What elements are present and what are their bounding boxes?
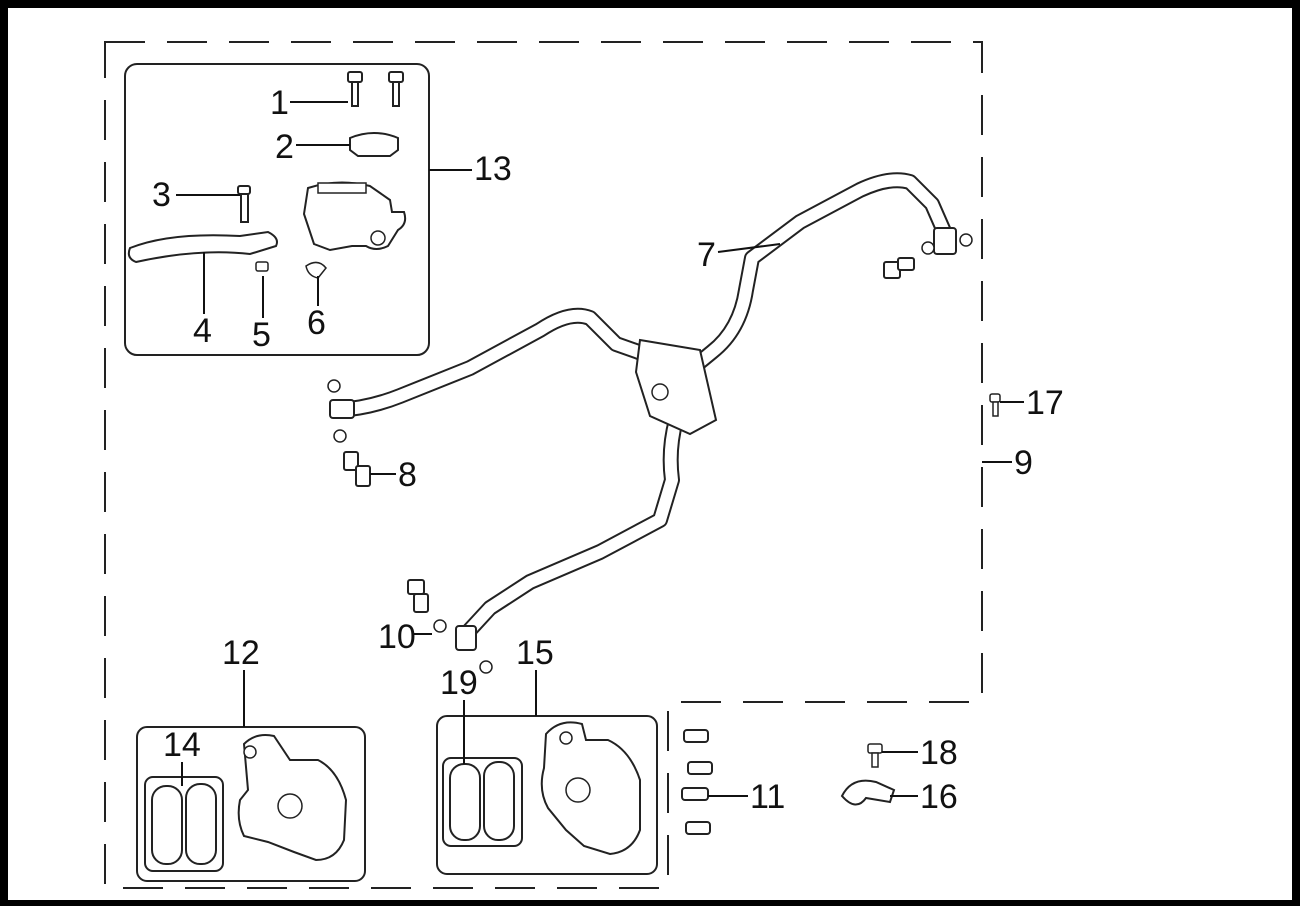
- caliper-12-drawing: [237, 734, 348, 862]
- leader-7: [717, 243, 781, 253]
- callout-13: 13: [474, 150, 512, 188]
- caliper-right-group-box: [436, 715, 658, 875]
- screw-17-drawing: [989, 393, 1001, 417]
- banjo-bolt-upper-right-drawing: [883, 257, 915, 279]
- callout-7: 7: [697, 236, 716, 274]
- pad-left-box: [144, 776, 224, 872]
- caliper-15-drawing: [540, 721, 641, 856]
- lever-4-drawing: [127, 230, 278, 264]
- brake-pads-14-drawing: [151, 783, 217, 865]
- callout-8: 8: [398, 456, 417, 494]
- caliper-left-group-box: [136, 726, 366, 882]
- assembly-boundary-dashed: [104, 41, 983, 889]
- bolts-11-drawing: [681, 729, 713, 835]
- callout-11: 11: [750, 778, 785, 816]
- washers-drawing: [327, 233, 973, 674]
- bolt-1-drawing: [347, 71, 404, 107]
- master-cylinder-group-box: [124, 63, 430, 356]
- nut-5-drawing: [255, 261, 269, 272]
- callout-16: 16: [920, 778, 958, 816]
- callout-2: 2: [275, 128, 294, 166]
- callout-15: 15: [516, 634, 554, 672]
- pivot-bolt-3-drawing: [237, 185, 251, 223]
- callout-9: 9: [1014, 444, 1033, 482]
- callout-1: 1: [270, 84, 289, 122]
- brake-hose-7-drawing: [329, 172, 957, 651]
- callout-4: 4: [193, 312, 212, 350]
- callout-5: 5: [252, 316, 271, 354]
- callout-6: 6: [307, 304, 326, 342]
- callout-3: 3: [152, 176, 171, 214]
- pad-right-box: [442, 757, 523, 847]
- callout-10: 10: [378, 618, 416, 656]
- screw-18-drawing: [867, 743, 883, 768]
- master-cylinder-drawing: [302, 181, 407, 252]
- boot-6-drawing: [305, 261, 327, 279]
- brake-pads-19-drawing: [449, 761, 515, 841]
- callout-12: 12: [222, 634, 260, 672]
- banjo-bolt-8-drawing: [343, 451, 371, 487]
- callout-18: 18: [920, 734, 958, 772]
- hose-clamp-16-drawing: [840, 779, 896, 806]
- banjo-bolt-10-drawing: [407, 579, 429, 613]
- callout-19: 19: [440, 664, 478, 702]
- clamp-2-drawing: [349, 132, 399, 157]
- callout-17: 17: [1026, 384, 1064, 422]
- callout-14: 14: [163, 726, 201, 764]
